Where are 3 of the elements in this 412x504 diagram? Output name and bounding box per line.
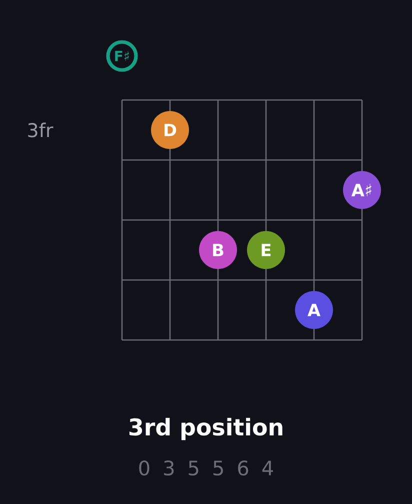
fret-label: 3fr bbox=[28, 122, 54, 138]
fret-numbers: 0 3 5 5 6 4 bbox=[139, 460, 273, 476]
title: 3rd position bbox=[129, 418, 282, 440]
